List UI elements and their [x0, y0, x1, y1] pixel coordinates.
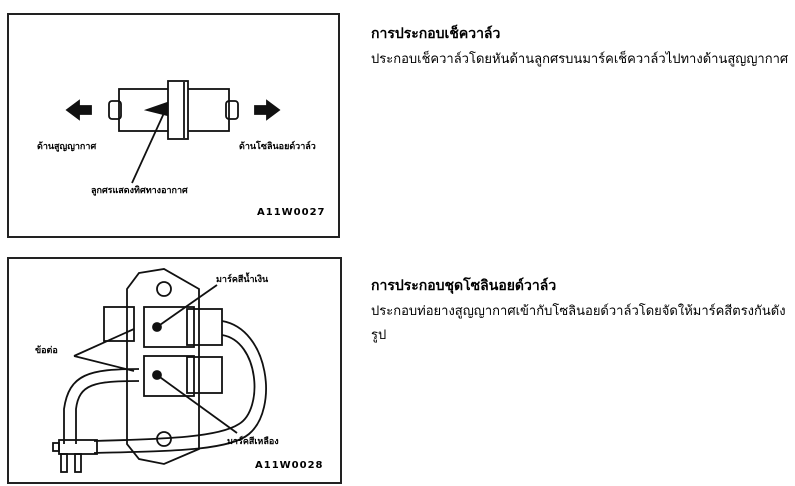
solenoid-side-label: ด้านโซลินอยด์วาล์ว — [239, 142, 316, 152]
figure-code: A11W0028 — [255, 460, 324, 471]
check-valve-drawing — [65, 80, 281, 184]
joint-label: ข้อต่อ — [35, 346, 58, 356]
yellow-mark-label: มาร์คสีเหลือง — [227, 437, 279, 447]
solenoid-valve-drawing — [52, 268, 267, 473]
solenoid-valve-figure: มาร์คสีน้ำเงิน ข้อต่อ มาร์คสีเหลือง A11W… — [7, 257, 342, 484]
vacuum-side-label: ด้านสูญญากาศ — [37, 142, 97, 152]
flow-arrow-mark — [143, 101, 168, 117]
figure-code: A11W0027 — [257, 207, 326, 218]
section-body: ประกอบเช็ควาล์วโดยหันด้านลูกศรบนมาร์คเช็… — [371, 52, 789, 67]
solenoid-valve-section: การประกอบชุดโซลินอยด์วาล์ว ประกอบท่อยางส… — [371, 276, 791, 348]
check-valve-figure: ด้านสูญญากาศ ด้านโซลินอยด์วาล์ว ลูกศรแสด… — [7, 13, 340, 238]
right-arrow-icon — [254, 99, 281, 121]
section-body: ประกอบท่อยางสูญญากาศเข้ากับโซลินอยด์วาล์… — [371, 304, 786, 343]
blue-mark-label: มาร์คสีน้ำเงิน — [216, 275, 269, 285]
section-title: การประกอบชุดโซลินอยด์วาล์ว — [371, 278, 557, 294]
check-valve-section: การประกอบเช็ควาล์ว ประกอบเช็ควาล์วโดยหัน… — [371, 24, 791, 72]
left-arrow-icon — [65, 99, 92, 121]
section-title: การประกอบเช็ควาล์ว — [371, 26, 501, 42]
air-direction-arrow-label: ลูกศรแสดงทิศทางอากาศ — [91, 186, 188, 196]
